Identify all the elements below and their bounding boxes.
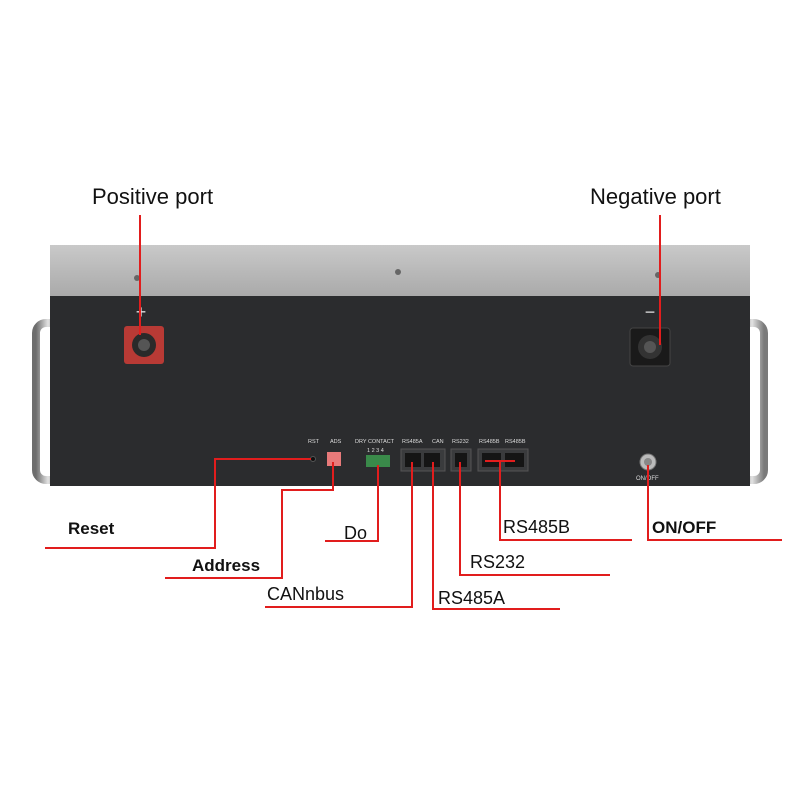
do-label: Do [344,523,367,543]
canbus-label: CANnbus [267,584,344,604]
rs232-leader-line [459,462,610,576]
dry-contact-terminal [366,455,390,467]
rs485a-panel-label: RS485A [402,439,423,445]
canbus-leader-line [265,462,413,608]
reset-label: Reset [68,519,115,538]
address-label: Address [192,556,260,575]
onoff-label: ON/OFF [652,518,716,537]
rs232-label: RS232 [470,552,525,572]
address-leader-line [165,462,334,579]
rs485b-label: RS485B [503,517,570,537]
rs485a-label: RS485A [438,588,505,608]
reset-button[interactable] [310,456,316,462]
rs485a-can-ports [400,448,446,472]
pins-label: 1 2 3 4 [367,448,384,454]
negative-port-label: Negative port [590,184,721,209]
positive-port-label: Positive port [92,184,213,209]
address-dip-switch[interactable] [327,452,341,466]
onoff-leader-line [647,465,782,541]
dry-contact-label: DRY CONTACT [355,439,395,445]
rs485b-leader-line-2 [499,461,632,541]
rs485a-leader-line [432,462,560,610]
ads-label: ADS [330,439,342,445]
do-leader-line [325,465,379,542]
reset-leader-line [45,458,311,549]
minus-mark: − [645,302,656,322]
can-panel-label: CAN [432,439,444,445]
negative-terminal: − [629,302,671,367]
rs485b-panel-label-1: RS485B [479,439,500,445]
rs232-panel-label: RS232 [452,439,469,445]
rs485b-panel-label-2: RS485B [505,439,526,445]
rst-label: RST [308,439,320,445]
